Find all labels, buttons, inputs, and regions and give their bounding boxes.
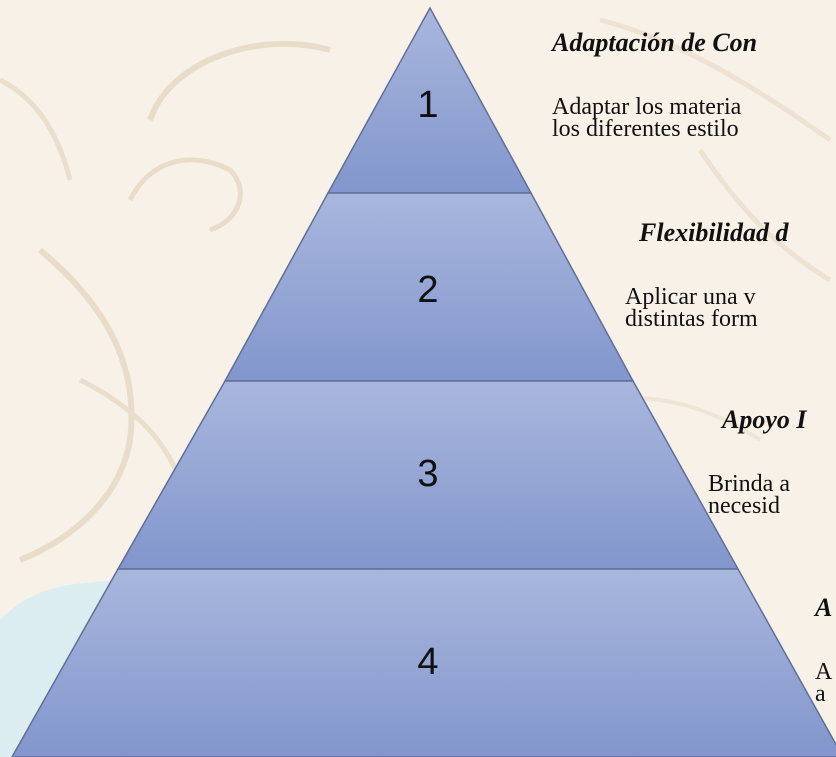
tier-3-text-line-1: Brinda a xyxy=(708,471,790,497)
tier-4-number: 4 xyxy=(417,641,439,683)
tier-1-text-line-2: los diferentes estilo xyxy=(552,116,739,142)
tier-4-text-line-1: A xyxy=(815,659,833,685)
tier-2-number: 2 xyxy=(417,269,439,311)
tier-3-title: Apoyo I xyxy=(722,405,807,434)
pyramid-tier-4 xyxy=(11,568,836,757)
tier-2-text-line-1: Aplicar una v xyxy=(625,284,756,310)
tier-2-title: Flexibilidad d xyxy=(639,218,789,247)
tier-1-text-line-1: Adaptar los materia xyxy=(552,94,742,120)
tier-1-title: Adaptación de Con xyxy=(552,28,758,57)
tier-2-text-line-2: distintas form xyxy=(625,306,758,332)
tier-3-text-line-2: necesid xyxy=(708,493,780,519)
tier-4-title: A xyxy=(815,593,833,622)
tier-4-text-line-2: a xyxy=(815,681,826,707)
tier-3-number: 3 xyxy=(417,453,439,495)
tier-1-number: 1 xyxy=(417,84,439,126)
